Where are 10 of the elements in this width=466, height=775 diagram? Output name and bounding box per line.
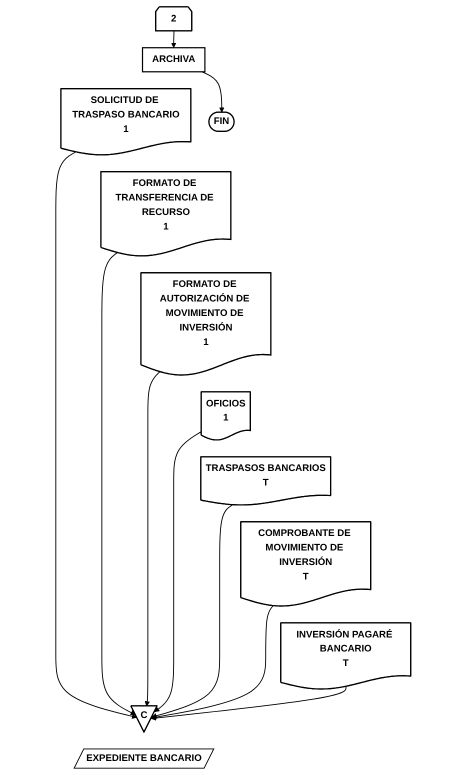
- arrow: [101, 252, 136, 715]
- arrow: [151, 504, 233, 718]
- node-label: EXPEDIENTE BANCARIO: [86, 753, 202, 764]
- arrow: [201, 71, 224, 113]
- arrow: [154, 431, 202, 712]
- arrow: [170, 30, 176, 48]
- arrow: [150, 686, 346, 721]
- arrow: [55, 152, 137, 719]
- node-box: ARCHIVA: [142, 47, 206, 72]
- arrow: [144, 371, 160, 706]
